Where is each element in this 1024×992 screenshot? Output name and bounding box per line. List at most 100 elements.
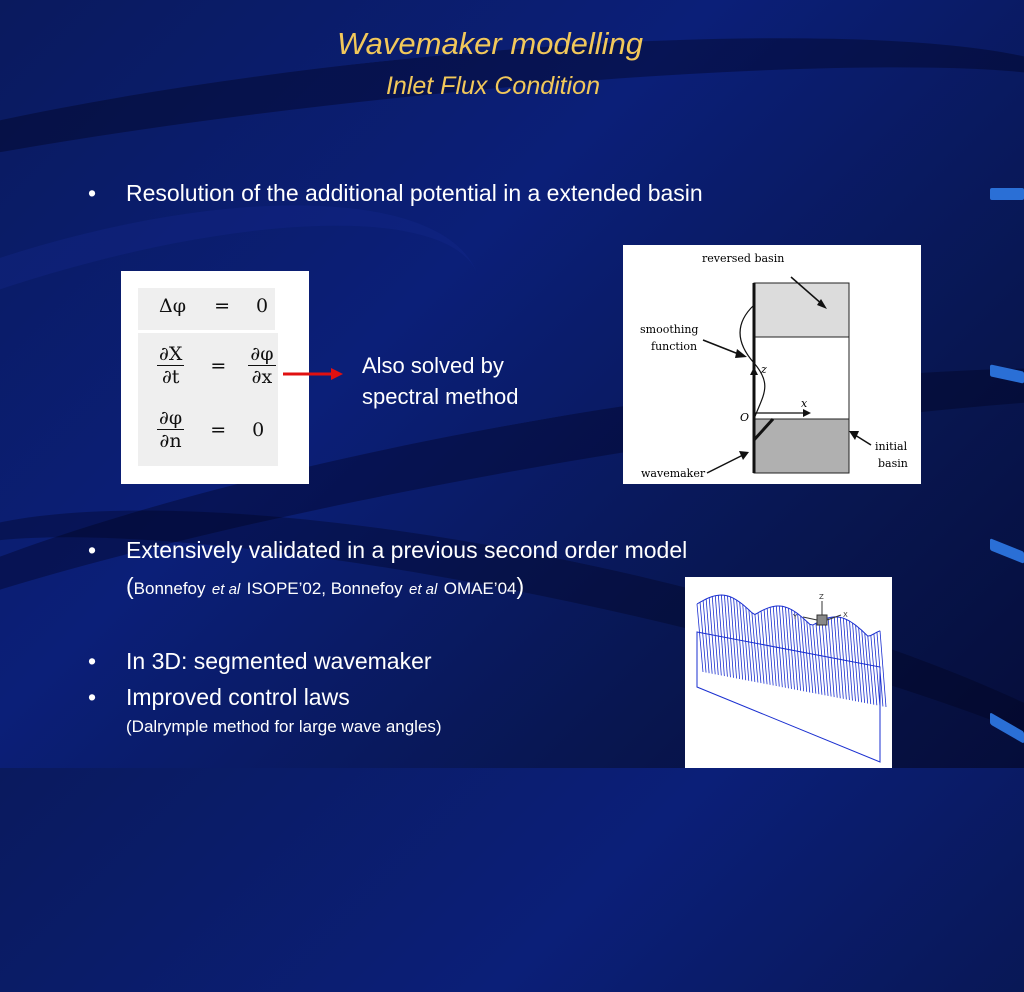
wavemaker-paddle [752, 417, 775, 442]
mesh-line [818, 621, 826, 696]
edge-marker [990, 538, 1024, 564]
mesh-line [788, 608, 795, 690]
equation-panel [138, 288, 275, 330]
edge-marker [990, 712, 1024, 744]
basin-diagram: reversed basin smoothing function z x O … [623, 245, 921, 484]
note-line: Also solved by [362, 353, 504, 378]
axis-label-z: Z [819, 593, 824, 601]
mesh-line [821, 620, 829, 696]
bullet-text: Extensively validated in a previous seco… [126, 537, 688, 563]
bullet-resolution: • Resolution of the additional potential… [88, 180, 703, 207]
eq-num: ∂φ [248, 343, 276, 366]
arrow-reversed [790, 276, 824, 306]
equation-flux: ∂X∂t = ∂φ∂x [157, 343, 276, 388]
mesh-line [873, 633, 881, 706]
eq-den: ∂t [161, 366, 180, 388]
initial-basin-region [753, 418, 850, 474]
mesh-line [742, 604, 750, 681]
mesh-line [769, 607, 777, 687]
smoothing-curve [739, 304, 766, 420]
eq-den: ∂x [251, 366, 273, 388]
wave-crest [696, 594, 881, 637]
mesh-line [763, 609, 771, 685]
mesh-line [766, 608, 774, 686]
reversed-basin-region [753, 282, 850, 338]
ref-text: OMAE’04 [443, 579, 517, 598]
spectral-note: Also solved by spectral method [362, 350, 519, 412]
mesh-line [867, 636, 875, 705]
mesh-line [785, 607, 792, 689]
mesh-line [751, 612, 759, 683]
bullet-dot: • [88, 180, 97, 206]
mesh-line [849, 621, 856, 702]
ref-paren: ) [516, 573, 525, 599]
bullet-validated: • Extensively validated in a previous se… [88, 537, 688, 564]
note-line: spectral method [362, 384, 519, 409]
equation-panel [138, 333, 278, 466]
eq-sign: = [210, 354, 227, 377]
mesh-line [702, 600, 710, 674]
surface-plot-image: Z Y X [685, 577, 892, 768]
bullet-dot: • [88, 648, 97, 674]
arrow-smoothing [702, 339, 742, 356]
mesh-line [727, 595, 734, 678]
mesh-line [833, 616, 841, 699]
eq-rhs: 0 [252, 418, 265, 441]
mesh-line [876, 632, 884, 707]
mesh-line [705, 598, 713, 674]
eq-num: ∂φ [157, 407, 185, 430]
ref-etal: et al [211, 581, 241, 598]
mesh-line [827, 617, 835, 698]
label-function: function [651, 340, 697, 353]
label-initial: initial [875, 440, 908, 453]
mesh-line [733, 598, 740, 680]
mesh-line [815, 623, 823, 695]
mesh-line [754, 614, 762, 684]
mesh-line [699, 602, 707, 673]
eq-sign: = [214, 295, 230, 317]
mesh-line [730, 596, 737, 679]
mesh-line [708, 597, 716, 675]
eq-num: ∂X [157, 343, 185, 366]
mesh-line [846, 619, 853, 701]
label-basin: basin [878, 457, 908, 470]
mesh-line [739, 602, 747, 681]
label-x: x [801, 397, 808, 410]
mesh-line [797, 613, 805, 692]
label-smoothing: smoothing [640, 323, 698, 336]
mesh-line [809, 624, 817, 694]
mesh-line [864, 633, 872, 705]
bullet-text: Resolution of the additional potential i… [126, 180, 703, 206]
mesh-line [736, 600, 744, 680]
mesh-line [830, 617, 838, 698]
eq-lhs: Δφ [159, 295, 187, 317]
ref-text: ISOPE’02, Bonnefoy [246, 579, 403, 598]
mesh-line [724, 595, 731, 678]
equation-laplace: Δφ = 0 [159, 295, 268, 317]
eq-rhs: 0 [256, 295, 269, 317]
arrow-wavemaker [706, 454, 744, 474]
edge-marker [990, 188, 1024, 200]
arrow-initial [854, 434, 872, 446]
ref-paren: ( [126, 573, 134, 599]
mesh-line [717, 595, 725, 677]
axis-label-x: X [843, 611, 848, 619]
bullet-dot: • [88, 537, 97, 563]
equations-image: Δφ = 0 ∂X∂t = ∂φ∂x ∂φ∂n = 0 [121, 271, 309, 484]
ref-author: Bonnefoy [133, 579, 206, 598]
mesh-line [757, 612, 765, 684]
mesh-line [858, 627, 866, 703]
axis-label-y: Y [792, 613, 798, 621]
mesh-line [745, 607, 753, 682]
slide-title: Wavemaker modelling [336, 26, 644, 61]
axis-line [802, 616, 818, 621]
eq-sign: = [210, 418, 227, 441]
mesh-line [721, 595, 728, 677]
label-wavemaker: wavemaker [641, 467, 706, 480]
bullet-control: • Improved control laws [88, 684, 350, 711]
bullet-dot: • [88, 684, 97, 710]
mesh-line [778, 605, 786, 688]
ref-etal: et al [408, 581, 438, 598]
bullet-references: (Bonnefoy et al ISOPE’02, Bonnefoy et al… [126, 573, 524, 600]
mesh-line [696, 603, 704, 673]
